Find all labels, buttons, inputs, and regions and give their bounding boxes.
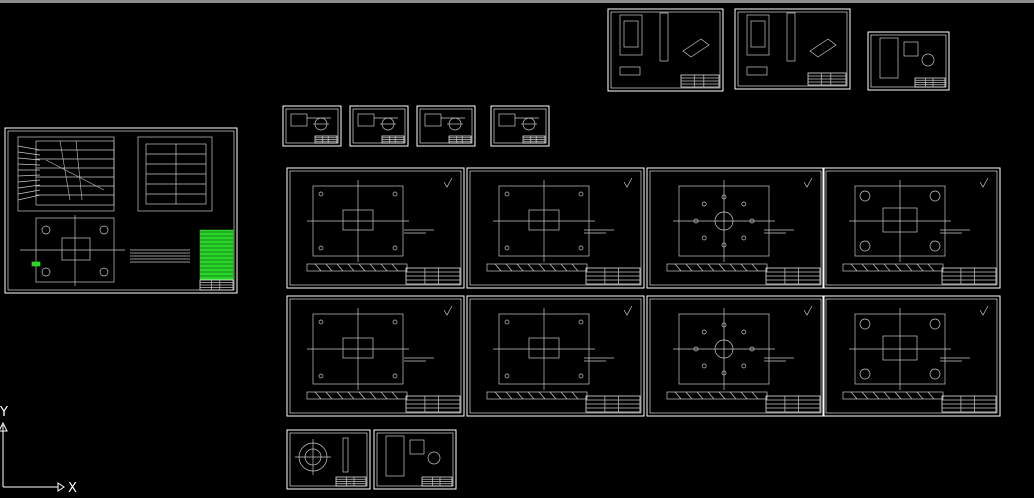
small-sheet-1[interactable] xyxy=(282,105,342,147)
small-sheet-3[interactable] xyxy=(416,105,476,147)
small-sheet-5[interactable] xyxy=(607,8,724,92)
small-sheet-9[interactable] xyxy=(373,429,457,490)
small-sheet-6[interactable] xyxy=(734,8,851,90)
sheets-layer xyxy=(4,8,1001,490)
ucs-y-label: Y xyxy=(0,405,8,420)
part-sheet-5[interactable] xyxy=(286,295,465,417)
small-sheet-2[interactable] xyxy=(349,105,409,147)
part-sheet-7[interactable] xyxy=(646,295,825,417)
part-sheet-2[interactable] xyxy=(466,167,645,289)
small-sheet-7[interactable] xyxy=(867,31,950,91)
window-top-border xyxy=(0,0,1034,3)
small-sheet-8[interactable] xyxy=(286,429,371,490)
part-sheet-6[interactable] xyxy=(466,295,645,417)
part-sheet-3[interactable] xyxy=(646,167,825,289)
part-sheet-8[interactable] xyxy=(822,295,1001,417)
part-sheet-1[interactable] xyxy=(286,167,465,289)
small-sheet-4[interactable] xyxy=(490,105,550,147)
part-sheet-4[interactable] xyxy=(822,167,1001,289)
ucs-icon: X Y xyxy=(0,405,77,496)
ucs-x-label: X xyxy=(68,481,77,496)
assembly-drawing-sheet[interactable] xyxy=(4,127,238,294)
